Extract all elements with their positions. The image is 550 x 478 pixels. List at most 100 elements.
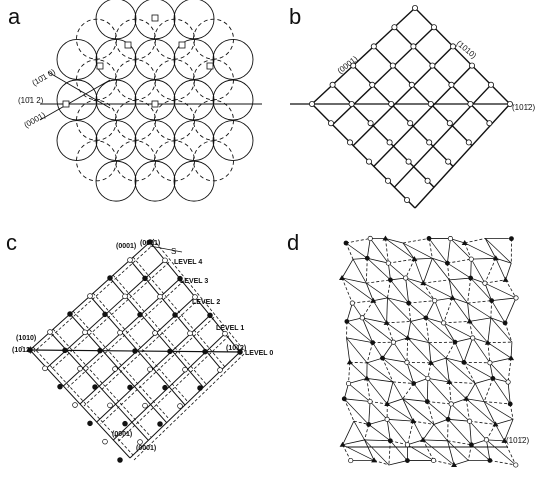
network-line <box>405 277 435 301</box>
network-line <box>387 297 411 322</box>
network-line <box>368 401 371 425</box>
lattice-line <box>352 45 454 147</box>
network-node-filled <box>426 236 432 241</box>
lattice-node <box>147 366 153 373</box>
network-node-open <box>432 298 438 304</box>
network-line <box>450 403 470 422</box>
network-line <box>365 258 368 284</box>
network-line <box>447 419 449 441</box>
lattice-node <box>57 383 63 390</box>
network-node-open <box>470 335 476 341</box>
network-node-triangle <box>449 294 456 300</box>
network-line <box>345 238 371 244</box>
network-node-open <box>441 320 447 326</box>
network-line <box>361 300 374 319</box>
panel-label-c: c <box>6 230 17 255</box>
network-line <box>484 401 511 405</box>
dashed-lattice-line <box>50 262 170 371</box>
network-line <box>495 418 514 425</box>
lattice-node <box>162 257 168 264</box>
lattice-site-square <box>178 41 186 49</box>
lattice-node <box>72 402 78 408</box>
plane-label-c-top-b: (0001) <box>140 240 160 247</box>
lattice-line <box>332 26 435 126</box>
lattice-node <box>192 294 198 300</box>
network-line <box>486 439 505 442</box>
network-line <box>492 378 511 405</box>
network-line <box>366 279 391 284</box>
network-line <box>402 242 433 259</box>
network-line <box>470 258 486 284</box>
plane-label-d-1: (101̄2) <box>506 436 529 445</box>
lattice-node <box>446 120 453 127</box>
lattice-node <box>465 139 472 146</box>
network-node-triangle <box>339 274 346 280</box>
network-line <box>427 401 452 405</box>
lattice-node <box>487 81 494 88</box>
network-line <box>406 361 431 364</box>
network-line <box>448 381 452 405</box>
plane-label-c-bot-a: (0001) <box>112 431 132 438</box>
network-node-filled <box>387 438 393 444</box>
network-line <box>427 378 452 405</box>
dashed-lattice-line <box>133 353 245 461</box>
network-line <box>342 420 355 445</box>
lattice-node <box>445 158 452 165</box>
lattice-node <box>157 293 163 300</box>
lattice-node <box>122 420 128 427</box>
lattice-nodes <box>27 239 243 463</box>
network-line <box>464 242 472 260</box>
panel-label-d: d <box>287 230 300 255</box>
lattice-node <box>207 312 213 319</box>
lattice-node <box>222 330 228 337</box>
network-line <box>410 317 426 322</box>
network-node-open <box>447 236 453 242</box>
network-node-triangle <box>411 256 418 262</box>
lattice-node <box>122 293 128 300</box>
network-line <box>425 300 436 319</box>
network-line <box>366 238 371 259</box>
network-line <box>406 362 415 384</box>
lattice-node <box>97 347 103 354</box>
network-node-filled <box>452 339 458 345</box>
lattice-line <box>414 7 511 105</box>
lattice-node <box>87 420 93 427</box>
network-line <box>492 377 509 383</box>
network-line <box>346 317 363 322</box>
network-line <box>464 242 496 259</box>
lattice-node <box>365 158 372 165</box>
network-line <box>344 398 371 402</box>
network-line <box>447 440 469 461</box>
network-line <box>489 362 494 379</box>
panel-label-a: a <box>8 4 21 29</box>
network-line <box>407 439 424 446</box>
network-line <box>341 277 367 284</box>
lattice-node <box>87 293 93 299</box>
lattice-node <box>117 329 123 336</box>
network-line <box>425 317 444 324</box>
network-line <box>390 277 406 281</box>
lattice-node <box>506 101 513 108</box>
lattice-site-square <box>62 100 70 108</box>
network-line <box>432 257 448 264</box>
dashed-lattice-line <box>152 238 244 350</box>
lattice-site-square <box>96 62 104 70</box>
level-0-label: LEVEL 0 <box>245 350 273 357</box>
network-line <box>402 242 415 260</box>
network-line <box>386 321 411 324</box>
network-line <box>388 460 408 466</box>
network-line <box>343 398 355 422</box>
network-node-open <box>367 398 373 405</box>
network-node-triangle <box>346 359 353 365</box>
network-line <box>443 297 453 324</box>
lattice-node <box>410 43 417 50</box>
plane-label-c-top-a: (0001) <box>116 243 136 250</box>
lattice-node <box>427 101 434 108</box>
network-node-filled <box>502 320 508 326</box>
level-3-label: LEVEL 3 <box>180 278 208 285</box>
lattice-node <box>157 421 163 427</box>
network-line <box>509 403 514 420</box>
lattice-node <box>202 348 208 355</box>
network-line <box>405 277 424 284</box>
network-line <box>341 259 354 279</box>
